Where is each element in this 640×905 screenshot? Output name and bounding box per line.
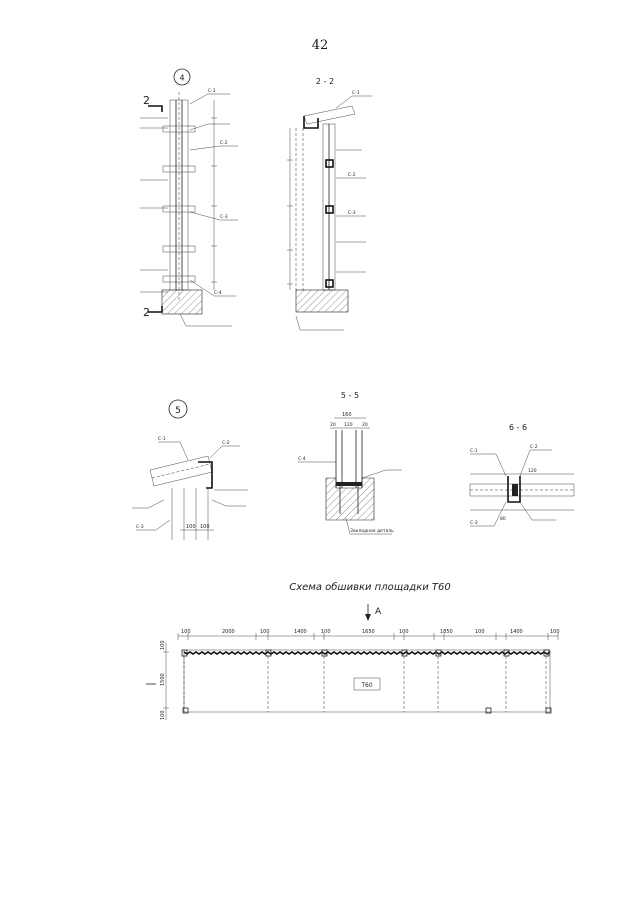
plan-post: [265, 649, 272, 657]
embed-leader: [179, 313, 187, 327]
section-5-5-title: 5 - 5: [341, 391, 359, 400]
top-dim-1: 2000: [222, 629, 235, 635]
section-arrow-top: [148, 105, 163, 112]
section-5-5-note-b: Закладная деталь: [350, 528, 394, 534]
section-5-5: 5 - 5 160 20 120 20 С-4 Закладная деталь: [298, 391, 402, 535]
detail-5-callout-text: 5: [175, 406, 181, 416]
detail-5-dim-a: 100: [186, 524, 196, 530]
section-6-6-dim-b: 80: [500, 516, 506, 522]
top-dim-7: 1850: [440, 629, 453, 635]
section-mark-top: 2: [143, 94, 150, 107]
section-5-5-dim-d: 20: [362, 422, 368, 428]
detail-5-angle: [198, 461, 213, 489]
section-5-5-dim-a: 160: [342, 412, 352, 418]
top-dim-0: 100: [181, 629, 191, 635]
detail-4-callout-circle: [173, 68, 191, 86]
note-c2: С-2: [220, 140, 228, 146]
note-c3: С-3: [220, 214, 228, 220]
plan-top-sheeting: [183, 651, 551, 655]
plan-frame: [183, 649, 551, 713]
section-6-6-dim-a: 120: [528, 468, 537, 474]
note-c1: С-1: [208, 88, 216, 94]
plan-posts: [181, 649, 550, 712]
girt-2-2-a: [325, 159, 334, 168]
plan-post: [435, 649, 442, 657]
plan-corner-br: [545, 707, 552, 714]
foundation-2-2: [295, 289, 349, 313]
top-dim-9: 1400: [510, 629, 523, 635]
elevation-marks-left: [140, 117, 168, 293]
plan-center-label: Т60: [360, 682, 372, 689]
detail-5-dim-b: 100: [200, 524, 210, 530]
note-2-2-c: С-3: [348, 210, 356, 216]
plan-post: [543, 649, 550, 657]
note-2-2-b: С-2: [348, 172, 356, 178]
section-5-5-dim-c: 120: [344, 422, 353, 428]
top-dim-5: 1650: [362, 629, 375, 635]
top-dim-2: 100: [260, 629, 270, 635]
girt-2-2-b: [325, 205, 334, 214]
note-2-2-a: С-1: [352, 90, 360, 96]
plan-title: Схема обшивки площадки Т60: [289, 581, 451, 593]
section-mark-bottom: 2: [143, 306, 150, 319]
section-6-6-channel: [507, 476, 521, 503]
girt-2-2-c: [325, 279, 334, 288]
plan-center-box: [353, 677, 381, 691]
detail-5-beam: [149, 455, 213, 487]
detail-5-note-b: С-2: [222, 440, 230, 446]
section-6-6: 6 - 6 120 80 С-1 С-2 С-3: [469, 423, 575, 527]
plan-corner-bl: [182, 707, 189, 714]
side-dim-0: 100: [160, 640, 166, 650]
section-2-2: 2 - 2 С-1: [287, 77, 372, 331]
note-c4: С-4: [214, 290, 222, 296]
top-beam: [303, 105, 356, 125]
section-2-2-title: 2 - 2: [316, 77, 334, 86]
section-5-5-dim-b: 20: [330, 422, 336, 428]
section-6-6-note-b: С-2: [530, 444, 538, 450]
view-mark-a: А: [375, 607, 382, 617]
top-dim-6: 100: [399, 629, 409, 635]
top-dim-8: 100: [475, 629, 485, 635]
detail-5: 5 100 100 С-1 С-2 С-3: [132, 399, 248, 540]
plan-corner-mid: [485, 707, 492, 714]
girts: [162, 125, 196, 283]
plan-post: [321, 649, 328, 657]
plan-scheme: Схема обшивки площадки Т60 А 100 2000 10…: [146, 581, 560, 720]
foundation: [161, 289, 203, 315]
detail-4-callout-text: 4: [179, 74, 184, 83]
section-6-6-note-a: С-1: [470, 448, 478, 454]
plan-post: [503, 649, 510, 657]
section-arrow-bottom: [148, 306, 163, 313]
top-dim-4: 100: [321, 629, 331, 635]
leader-notes: [189, 93, 238, 297]
plan-post: [401, 649, 408, 657]
side-dim-1: 1500: [160, 673, 166, 686]
section-6-6-title: 6 - 6: [509, 423, 527, 432]
section-5-5-note-a: С-4: [298, 456, 306, 462]
section-6-6-note-c: С-3: [470, 520, 478, 526]
section-6-6-plate: [512, 484, 518, 496]
view-arrow-head: [365, 614, 371, 621]
side-dim-2: 100: [160, 710, 166, 720]
dim-ticks-right: [211, 117, 217, 283]
top-dim-3: 1400: [294, 629, 307, 635]
detail-4: 4 2 2: [140, 68, 238, 327]
plan-top-ticks: [177, 633, 559, 640]
top-angle: [303, 116, 319, 129]
top-dim-10: 100: [550, 629, 560, 635]
detail-5-callout-circle: [168, 399, 188, 419]
detail-5-note-c: С-3: [136, 524, 144, 530]
page-number: 42: [311, 38, 329, 53]
detail-5-note-a: С-1: [158, 436, 166, 442]
plan-post: [181, 649, 188, 657]
section-5-5-plate: [336, 482, 362, 486]
